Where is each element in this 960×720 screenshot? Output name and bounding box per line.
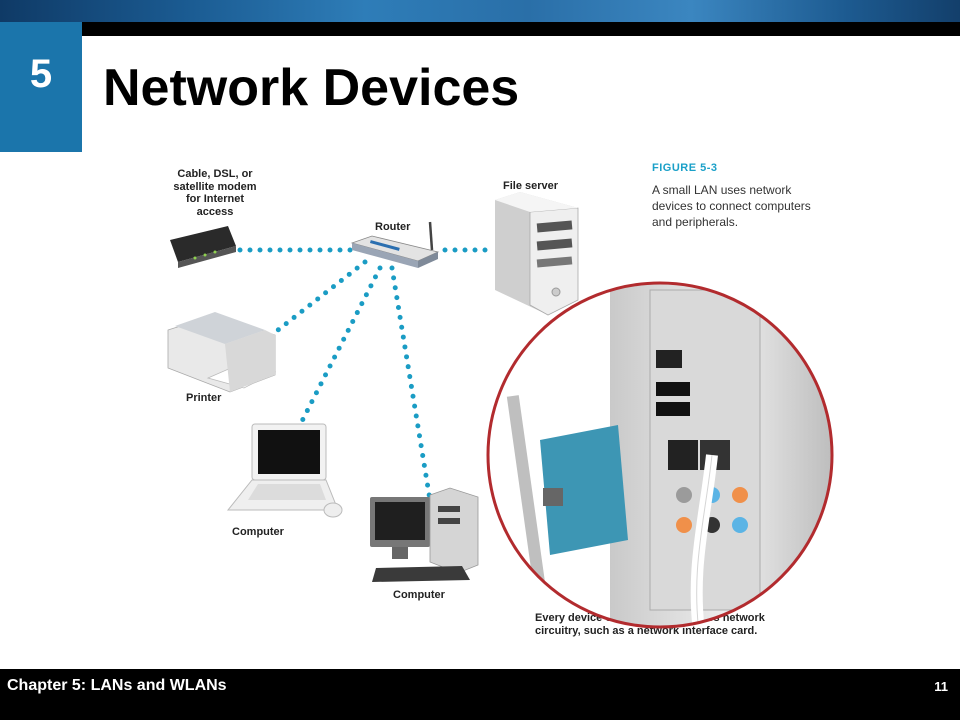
figure-caption-line: and peripherals.: [652, 215, 739, 230]
modem-label-line: for Internet: [185, 193, 245, 206]
link-router-desktop: [389, 265, 433, 503]
modem-label-line: Cable, DSL, or: [177, 168, 253, 180]
network-links: [237, 247, 495, 503]
footer-bar: [0, 669, 960, 720]
banner-image: [0, 0, 960, 22]
figure-label: FIGURE 5-3: [652, 162, 718, 174]
laptop-label: Computer: [232, 526, 284, 538]
footer-chapter: Chapter 5: LANs and WLANs: [7, 677, 227, 694]
figure-caption-line: A small LAN uses network: [652, 183, 792, 197]
printer-label: Printer: [186, 392, 222, 404]
laptop-icon: [226, 423, 343, 518]
router-label: Router: [375, 221, 411, 233]
file-server-icon: [495, 192, 579, 316]
modem-icon: [170, 226, 236, 268]
printer-icon: [167, 312, 277, 393]
modem-label-line: satellite modem: [173, 180, 257, 193]
link-router-printer: [275, 259, 368, 333]
chapter-number: 5: [29, 52, 53, 96]
top-banner: [0, 0, 960, 36]
modem-label: Cable, DSL, or satellite modem for Inter…: [165, 168, 265, 219]
figure-caption: A small LAN uses network devices to conn…: [652, 182, 842, 231]
nic-inset: [486, 281, 834, 629]
desktop-icon: [370, 487, 479, 582]
modem-label-line: access: [196, 205, 234, 218]
inset-caption-line: circuitry, such as a network interface c…: [535, 624, 758, 637]
page-number: 11: [934, 679, 948, 694]
chapter-box: 5: [0, 22, 82, 152]
figure-caption-line: devices to connect computers: [652, 199, 811, 214]
router-icon: [350, 221, 440, 268]
slide-title: Network Devices: [103, 59, 520, 117]
file-server-label: File server: [503, 180, 559, 192]
link-router-laptop: [297, 265, 383, 428]
desktop-label: Computer: [393, 589, 445, 601]
